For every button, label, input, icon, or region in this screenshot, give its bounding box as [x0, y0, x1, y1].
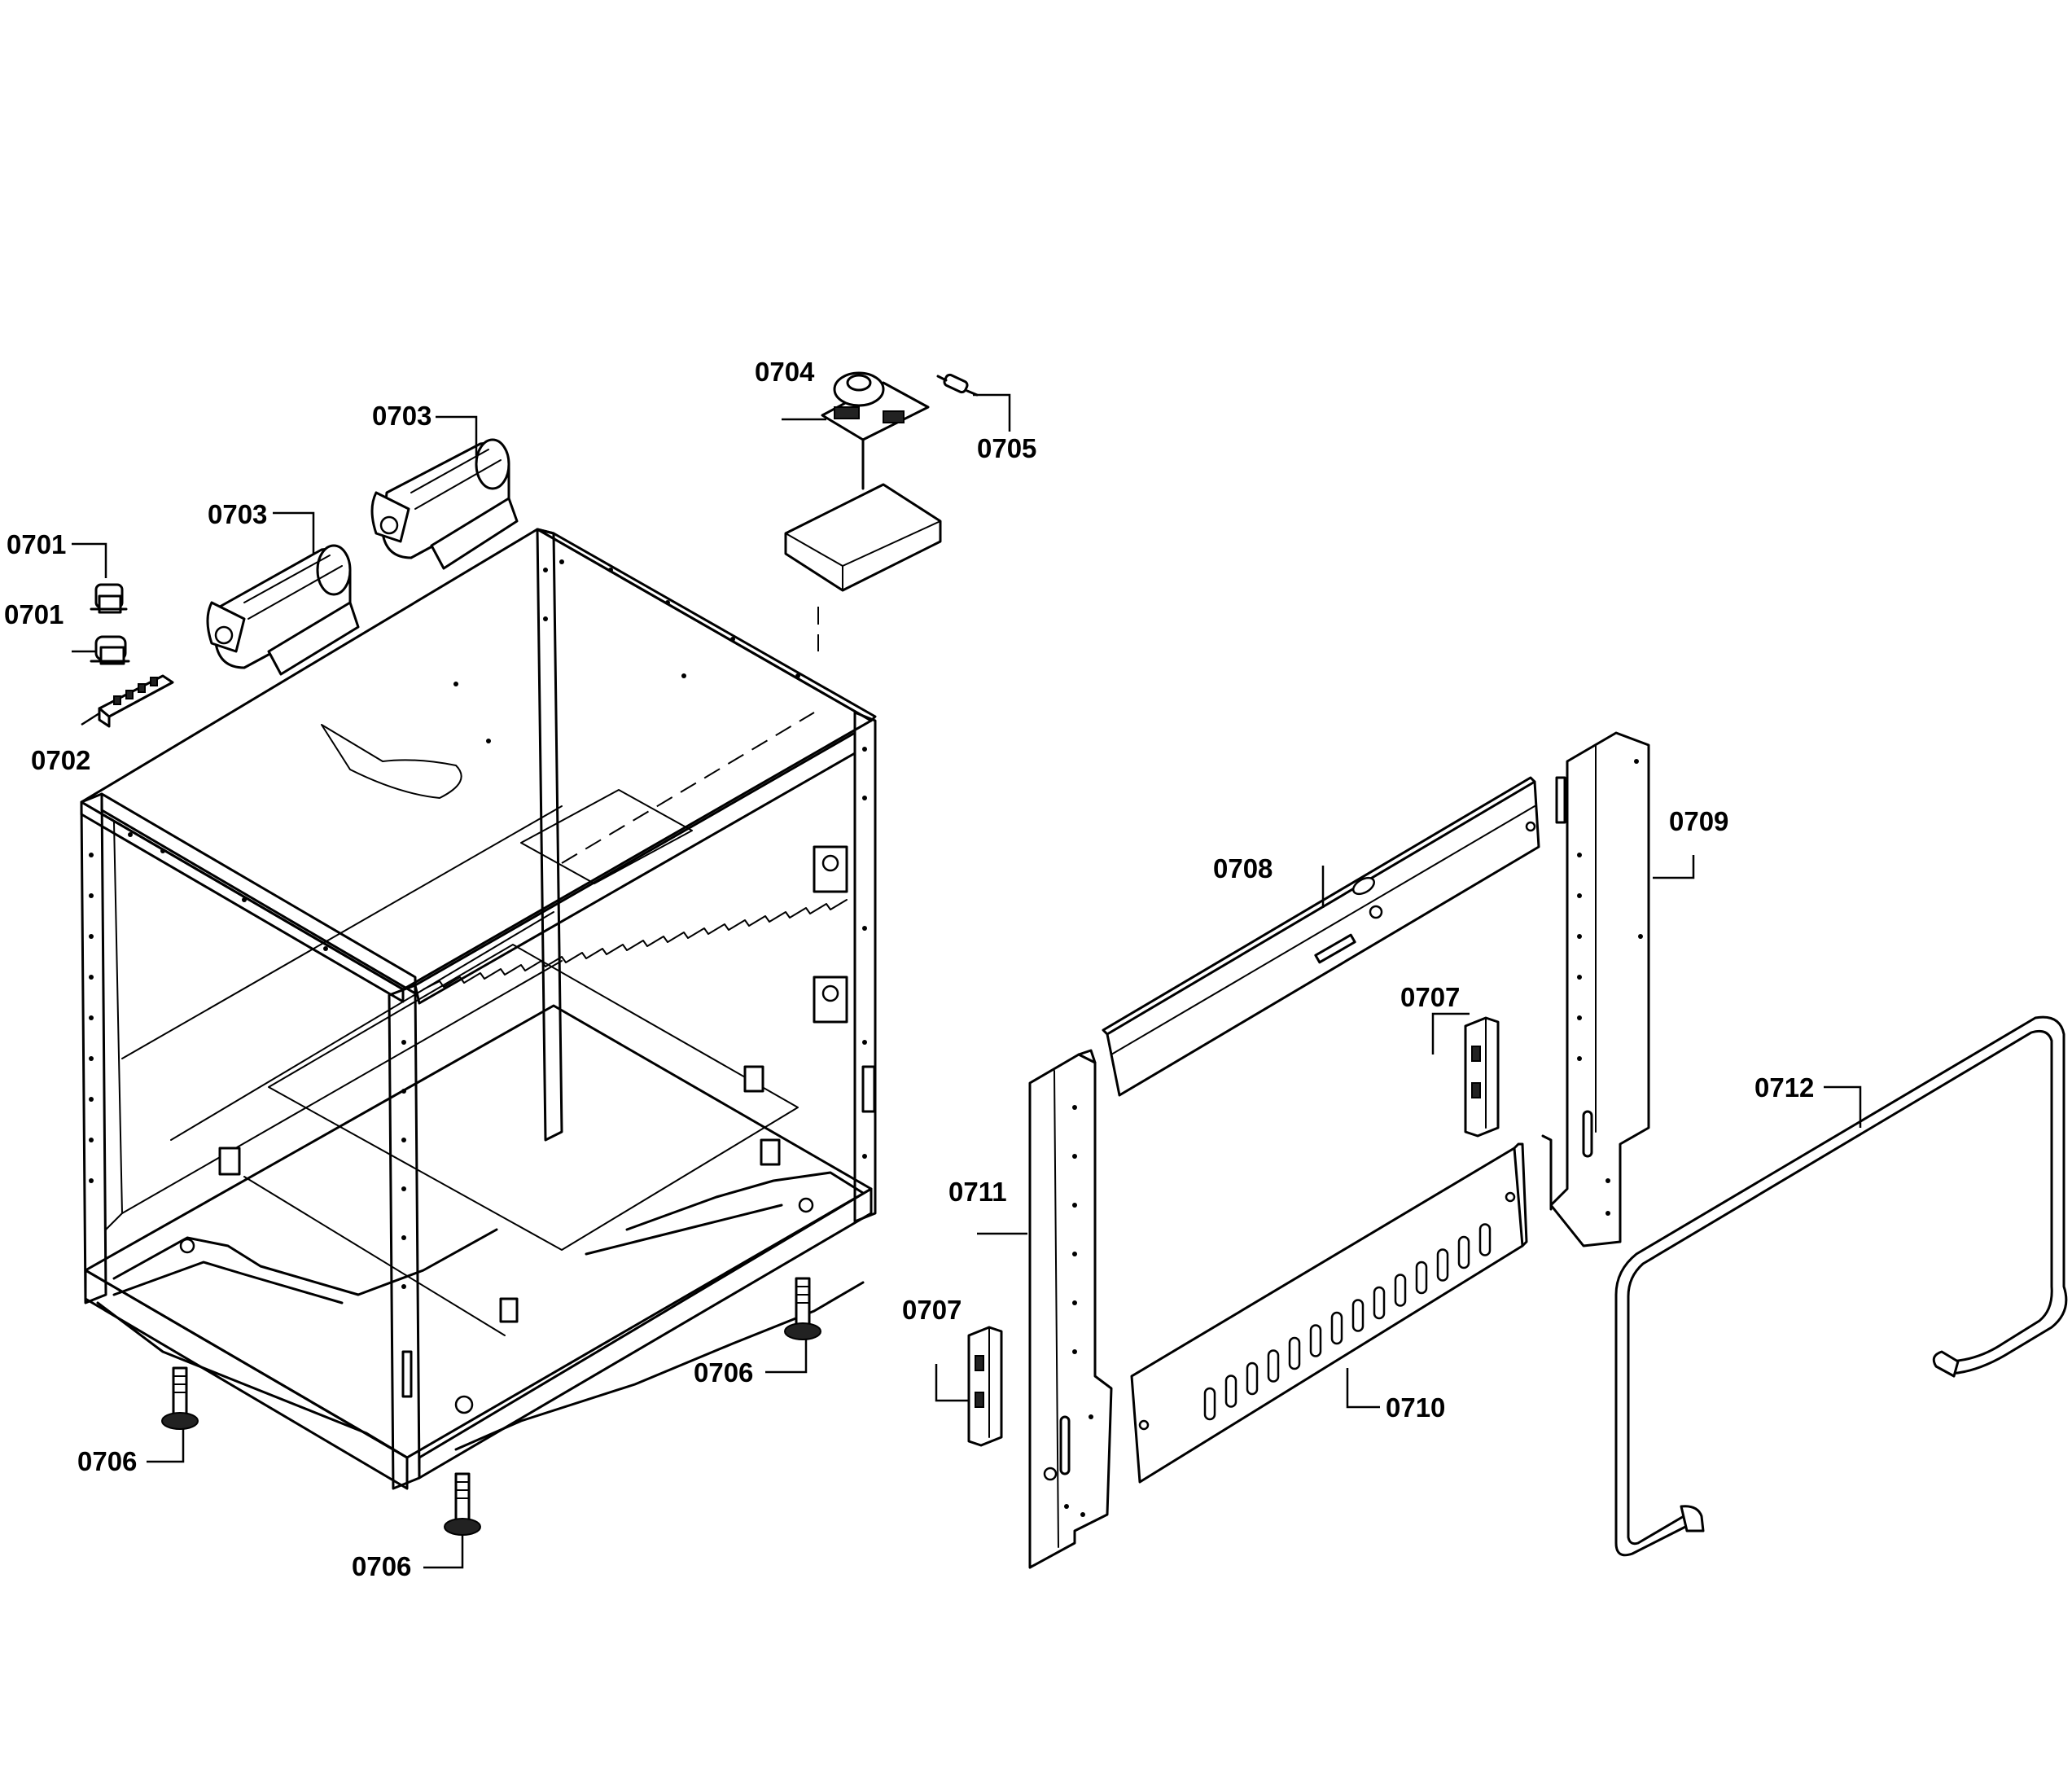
side-strip-right-0709	[1541, 731, 1650, 1247]
vent-slot	[1309, 1324, 1322, 1357]
callout-0712: 0712	[1754, 1072, 1814, 1103]
callout-0702: 0702	[31, 745, 90, 775]
callout-0707-lower: 0707	[902, 1295, 962, 1325]
callout-0711: 0711	[948, 1177, 1007, 1207]
vent-panel-0710	[1130, 1142, 1528, 1484]
leveling-leg-0706-left	[161, 1366, 199, 1430]
vent-slot	[1436, 1248, 1449, 1282]
vent-slot	[1351, 1299, 1365, 1332]
callout-0706-left: 0706	[77, 1446, 137, 1476]
bracket-box	[784, 483, 942, 592]
sensor-0705	[936, 373, 979, 397]
callout-0701-upper: 0701	[7, 529, 66, 559]
callout-0703-left: 0703	[208, 499, 267, 529]
callout-0705: 0705	[977, 433, 1036, 463]
vent-slot	[1330, 1311, 1343, 1345]
switch-part-0701-lower	[90, 635, 130, 665]
callout-labels: 0701 0701 0702 0703 0703 0704 0705 0706 …	[4, 357, 1814, 1581]
vent-slot	[1224, 1375, 1238, 1408]
vent-slot	[1203, 1387, 1216, 1421]
vent-slot	[1288, 1336, 1301, 1370]
vent-slot	[1373, 1286, 1386, 1320]
leader-lines	[72, 393, 1862, 1569]
hinge-receiver-0707-lower	[967, 1326, 1003, 1447]
callout-0706-center: 0706	[352, 1551, 411, 1581]
leveling-leg-0706-right	[784, 1277, 821, 1340]
vent-slot	[1457, 1235, 1470, 1269]
vent-slot	[1246, 1361, 1259, 1396]
callout-0704: 0704	[755, 357, 815, 387]
leveling-leg-0706-center	[444, 1472, 481, 1536]
vent-slot	[1267, 1349, 1280, 1383]
motor-assembly-0704	[821, 371, 930, 490]
vent-slot	[1415, 1261, 1428, 1295]
callout-0703-right: 0703	[372, 401, 431, 431]
callout-0708: 0708	[1213, 853, 1273, 884]
side-strip-left-0711	[1028, 1049, 1113, 1569]
callout-0709: 0709	[1669, 806, 1728, 836]
hinge-receiver-0707-upper	[1464, 1016, 1500, 1138]
vent-slot	[1394, 1274, 1407, 1307]
terminal-block-0702	[98, 674, 174, 728]
vent-slot	[1478, 1223, 1492, 1256]
switch-part-0701-upper	[90, 583, 128, 614]
callout-0701-lower: 0701	[4, 599, 64, 629]
door-gasket-0712	[1614, 1015, 2068, 1557]
callout-0707-upper: 0707	[1400, 982, 1460, 1012]
fan-motor-0703-left	[206, 544, 360, 676]
callout-0710: 0710	[1386, 1392, 1445, 1423]
callout-0706-right: 0706	[694, 1357, 753, 1388]
front-panel-top-0708	[1102, 776, 1540, 1097]
fan-motor-0703-right	[370, 438, 519, 570]
oven-frame	[80, 528, 877, 1490]
